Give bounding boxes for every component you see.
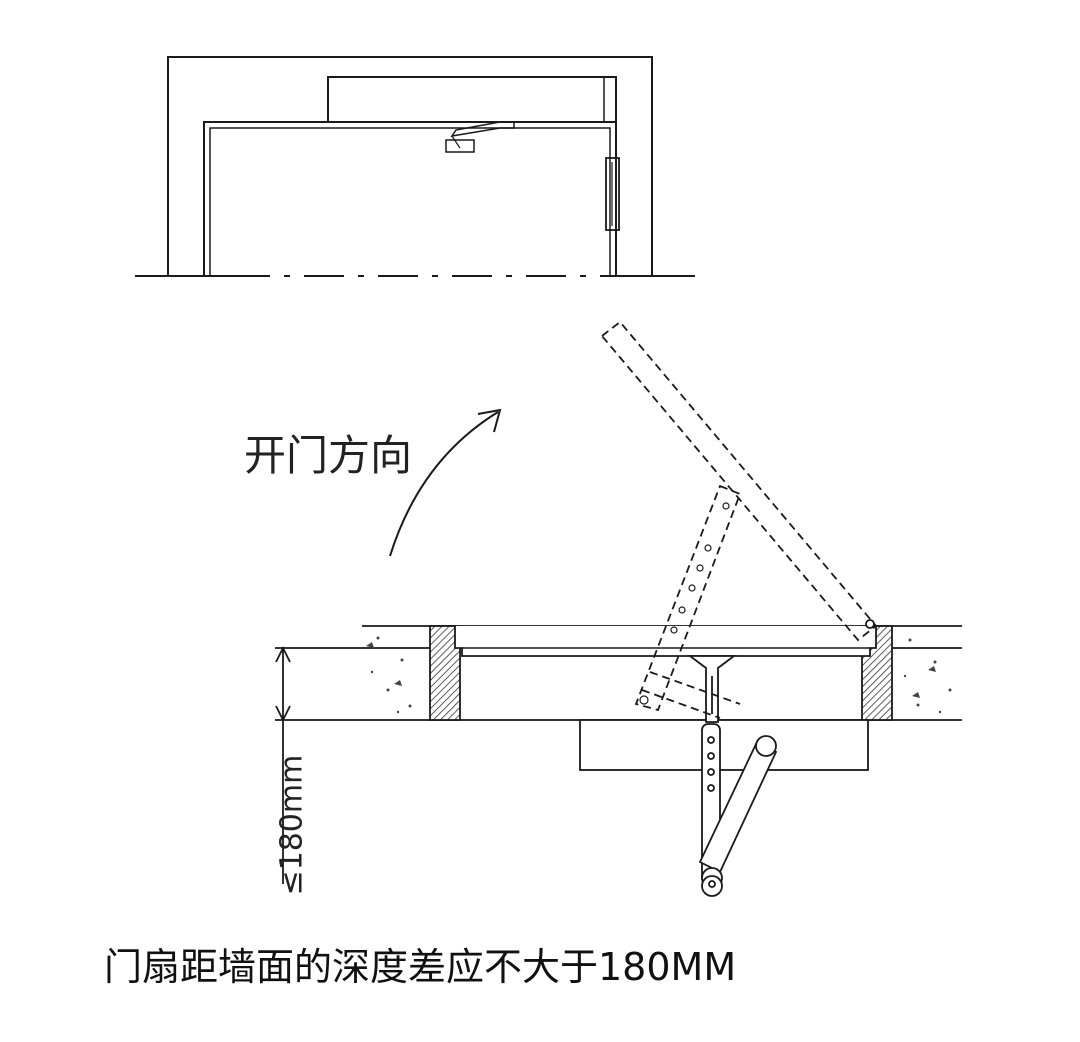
arm-open-dashed [634, 484, 742, 719]
door-leaf-closed [454, 626, 877, 657]
caption: 门扇距墙面的深度差应不大于180MM [104, 945, 737, 989]
door-leaf-open-dashed [600, 320, 878, 642]
plan-view [275, 320, 962, 897]
opening-direction-arrow [389, 408, 502, 557]
closer-arm [450, 121, 515, 138]
hinge-pin [865, 619, 875, 629]
left-concrete [366, 636, 412, 714]
depth-limit-label: ≤180mm [274, 754, 310, 896]
right-concrete [903, 638, 952, 714]
door-frame [203, 121, 617, 276]
depth-dimension [275, 645, 291, 884]
closer-bracket [445, 139, 475, 153]
door-closer-body [327, 76, 617, 123]
closer-body-plan [579, 719, 869, 771]
elevation-view [135, 56, 695, 277]
arm-open-holes [639, 502, 730, 705]
opening-direction-label: 开门方向 [244, 431, 413, 480]
hinge [605, 157, 620, 231]
wall-outline [167, 56, 653, 276]
